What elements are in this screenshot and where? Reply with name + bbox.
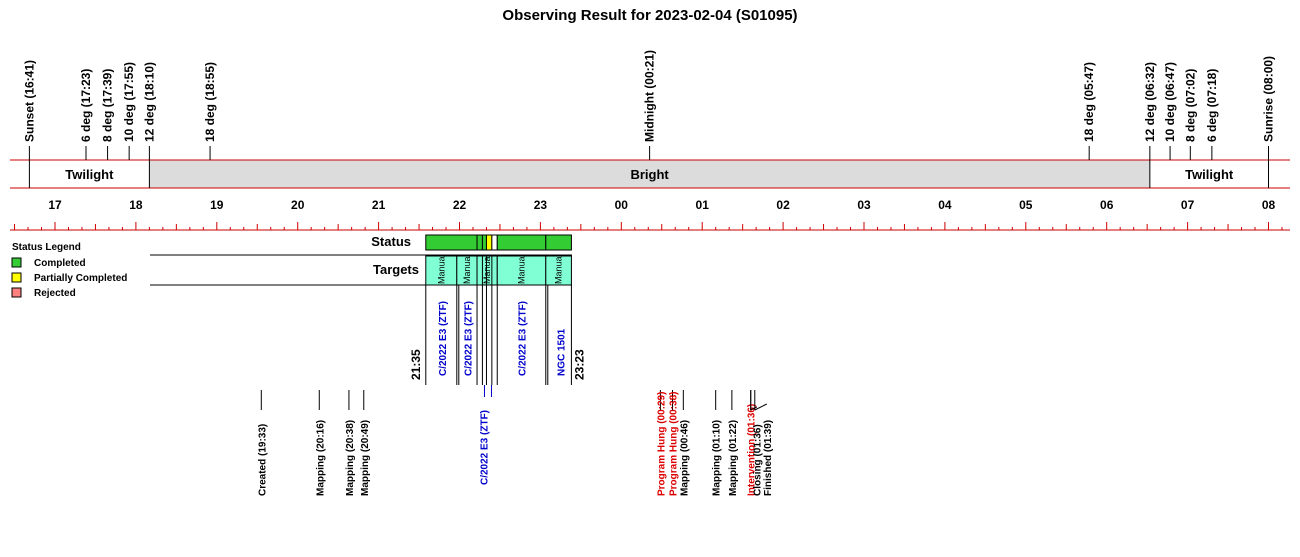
hour-tick-label: 21	[372, 198, 386, 212]
band-label: Twilight	[1185, 167, 1234, 182]
event-label: Mapping (01:22)	[728, 420, 739, 496]
block-time-label: 23:23	[572, 349, 586, 380]
hour-tick-label: 17	[48, 198, 62, 212]
hour-tick-label: 02	[776, 198, 790, 212]
target-name-label: C/2022 E3 (ZTF)	[464, 301, 475, 376]
marker-label: 10 deg (17:55)	[122, 62, 136, 142]
marker-label: 6 deg (17:23)	[79, 69, 93, 142]
band-label: Twilight	[65, 167, 114, 182]
marker-label: 8 deg (07:02)	[1183, 69, 1197, 142]
hour-tick-label: 08	[1262, 198, 1276, 212]
status-block	[425, 234, 478, 251]
target-block-label: Manual	[554, 254, 564, 284]
legend-title: Status Legend	[12, 242, 81, 253]
event-label: Closing (01:36)	[753, 424, 764, 496]
event-label: Mapping (00:46)	[679, 420, 690, 496]
marker-label: 18 deg (18:55)	[203, 62, 217, 142]
event-tick	[750, 406, 757, 411]
block-time-label: 21:35	[409, 349, 423, 380]
hour-tick-label: 18	[129, 198, 143, 212]
lower-target-name-label: C/2022 E3 (ZTF)	[479, 410, 490, 485]
band-bright-fill	[149, 160, 1150, 188]
event-label: Created (19:33)	[257, 424, 268, 496]
marker-label: 12 deg (18:10)	[142, 62, 156, 142]
hour-tick-label: 19	[210, 198, 224, 212]
event-label: Mapping (01:10)	[712, 420, 723, 496]
marker-label: 10 deg (06:47)	[1163, 62, 1177, 142]
target-name-label: NGC 1501	[557, 328, 568, 376]
hour-tick-label: 22	[453, 198, 467, 212]
marker-label: 18 deg (05:47)	[1082, 62, 1096, 142]
hour-tick-label: 06	[1100, 198, 1114, 212]
marker-label: Sunset (16:41)	[22, 60, 36, 142]
hour-tick-label: 20	[291, 198, 305, 212]
target-block-label: Manual	[482, 254, 492, 284]
legend-item-label: Partially Completed	[34, 273, 127, 284]
legend-item-label: Completed	[34, 258, 86, 269]
marker-label: 6 deg (07:18)	[1205, 69, 1219, 142]
target-name-label: C/2022 E3 (ZTF)	[518, 301, 529, 376]
hour-tick-label: 05	[1019, 198, 1033, 212]
status-block	[545, 234, 572, 251]
hour-tick-label: 01	[696, 198, 710, 212]
row-label-targets: Targets	[373, 262, 419, 277]
target-block-label: Manual	[517, 254, 527, 284]
event-label: Intervention (01:36)	[747, 404, 758, 496]
event-label: Mapping (20:38)	[345, 420, 356, 496]
status-block	[491, 234, 498, 251]
legend-item-label: Rejected	[34, 288, 76, 299]
status-block	[481, 234, 487, 251]
event-label: Finished (01:39)	[763, 420, 774, 496]
chart-title: Observing Result for 2023-02-04 (S01095)	[502, 7, 797, 24]
status-block	[496, 234, 547, 251]
row-label-status: Status	[371, 234, 411, 249]
marker-label: 8 deg (17:39)	[101, 69, 115, 142]
hour-tick-label: 04	[938, 198, 952, 212]
target-block-label: Manual	[436, 254, 446, 284]
marker-label: Sunrise (08:00)	[1262, 56, 1276, 142]
target-block-label: Manual	[462, 254, 472, 284]
marker-label: 12 deg (06:32)	[1143, 62, 1157, 142]
event-label: Mapping (20:16)	[315, 420, 326, 496]
legend-swatch	[11, 272, 22, 283]
marker-label: Midnight (00:21)	[643, 50, 657, 142]
hour-tick-label: 23	[534, 198, 548, 212]
band-label: Bright	[630, 167, 669, 182]
legend-swatch	[11, 257, 22, 268]
event-label: Mapping (20:49)	[360, 420, 371, 496]
event-label: Program Hung (00:38)	[669, 392, 680, 496]
event-tick	[754, 403, 768, 411]
hour-tick-label: 00	[615, 198, 629, 212]
target-name-label: C/2022 E3 (ZTF)	[438, 301, 449, 376]
hour-tick-label: 07	[1181, 198, 1195, 212]
event-label: Program Hung (00:29)	[656, 392, 667, 496]
legend-swatch	[11, 287, 22, 298]
status-block	[485, 234, 493, 251]
hour-tick-label: 03	[857, 198, 871, 212]
status-block	[476, 234, 483, 251]
target-block	[545, 255, 572, 286]
